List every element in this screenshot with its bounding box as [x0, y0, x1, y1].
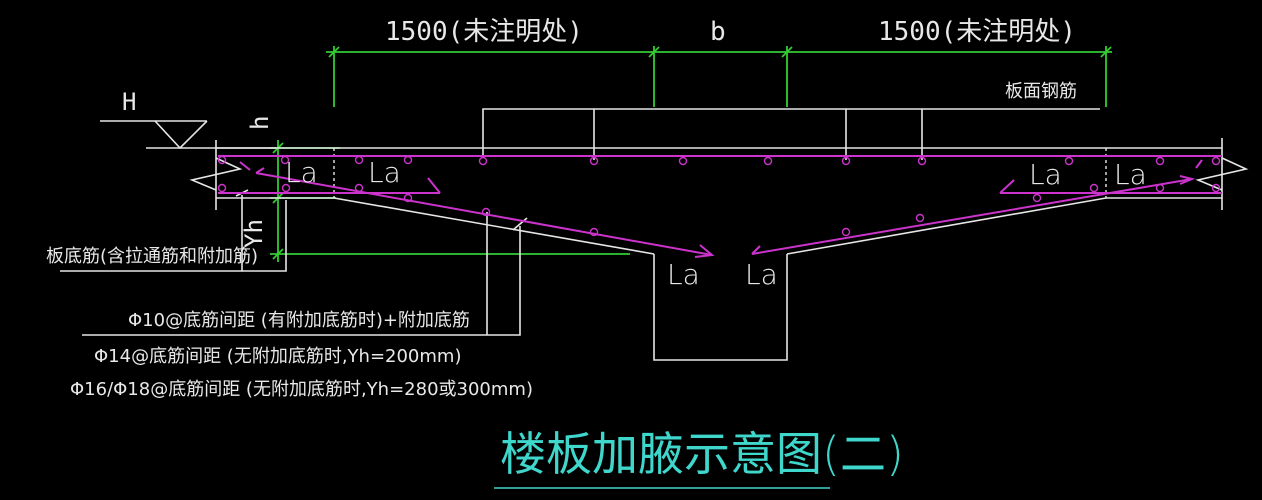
top-rebar-label: 板面钢筋 [1005, 81, 1077, 102]
note-phi14: Φ14@底筋间距 (无附加底筋时,Yh=200mm) [94, 346, 461, 367]
top-rebar-leader [482, 108, 1100, 160]
elevation-label: H [122, 88, 136, 116]
diagram-title: 楼板加腋示意图(二) [500, 427, 904, 481]
note-phi16-18: Φ16/Φ18@底筋间距 (无附加底筋时,Yh=280或300mm) [70, 379, 533, 400]
anchorage-label-1: La [285, 156, 318, 189]
bottom-rebar-label: 板底筋(含拉通筋和附加筋) [46, 246, 258, 267]
anchorage-label-4: La [745, 258, 778, 291]
dim-right-span: 1500(未注明处) [878, 17, 1076, 47]
dimension-lines [270, 46, 1112, 262]
slab-outline [189, 138, 1249, 361]
anchorage-label-2: La [368, 156, 401, 189]
rebar [217, 155, 1222, 258]
slab-thickness-label: h [246, 116, 274, 130]
anchorage-label-5: La [1029, 158, 1062, 191]
haunch-height-label: Yh [240, 219, 268, 248]
anchorage-label-3: La [667, 258, 700, 291]
dim-center-span: b [710, 17, 726, 47]
anchorage-label-6: La [1114, 158, 1147, 191]
note-phi10: Φ10@底筋间距 (有附加底筋时)+附加底筋 [128, 310, 470, 331]
dim-left-span: 1500(未注明处) [385, 17, 583, 47]
bar-note-leader [82, 212, 528, 336]
